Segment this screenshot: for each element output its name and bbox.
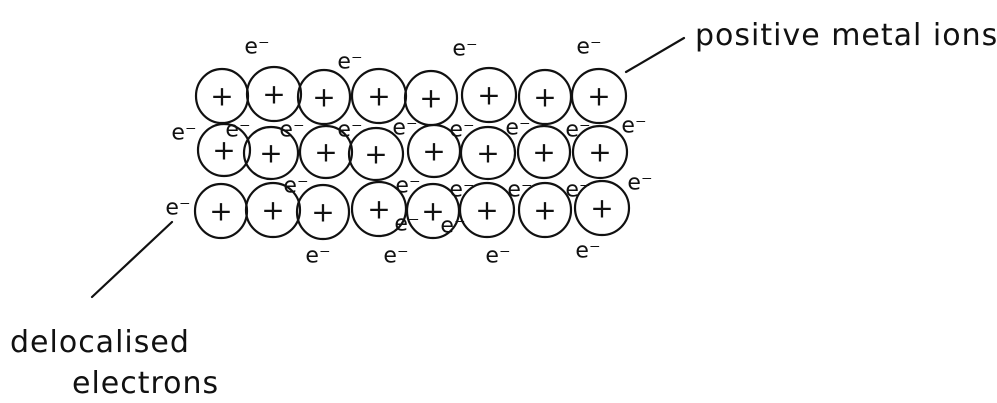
ion-plus-sign: + xyxy=(588,136,611,169)
ion-plus-sign: + xyxy=(532,136,555,169)
electron: e⁻ xyxy=(383,244,408,269)
metal-ion: + xyxy=(196,69,248,123)
electron: e⁻ xyxy=(171,121,196,146)
ion-plus-sign: + xyxy=(312,81,335,114)
electron: e⁻ xyxy=(283,174,308,199)
electron: e⁻ xyxy=(507,178,532,203)
electron: e⁻ xyxy=(565,178,590,203)
ion-plus-sign: + xyxy=(475,194,498,227)
ion-plus-sign: + xyxy=(476,137,499,170)
ion-plus-sign: + xyxy=(422,135,445,168)
metal-ion: + xyxy=(298,70,350,124)
electron: e⁻ xyxy=(395,174,420,199)
ion-plus-sign: + xyxy=(311,196,334,229)
electrons-leader-line xyxy=(92,222,172,297)
metal-ion: + xyxy=(247,67,301,121)
ion-plus-sign: + xyxy=(210,80,233,113)
ion-plus-sign: + xyxy=(419,82,442,115)
metal-ion: + xyxy=(462,68,516,122)
electron: e⁻ xyxy=(452,37,477,62)
ion-plus-sign: + xyxy=(587,80,610,113)
ion-plus-sign: + xyxy=(262,78,285,111)
electron: e⁻ xyxy=(565,118,590,143)
ion-plus-sign: + xyxy=(314,136,337,169)
label-positive-metal-ions: positive metal ions xyxy=(695,18,997,53)
ion-plus-sign: + xyxy=(477,79,500,112)
electron: e⁻ xyxy=(392,116,417,141)
electron: e⁻ xyxy=(621,114,646,139)
ion-plus-sign: + xyxy=(209,195,232,228)
label-delocalised: delocalised xyxy=(10,325,190,360)
ion-plus-sign: + xyxy=(533,81,556,114)
ion-plus-sign: + xyxy=(367,193,390,226)
electron: e⁻ xyxy=(440,214,465,239)
electron: e⁻ xyxy=(165,196,190,221)
label-electrons: electrons xyxy=(72,366,219,401)
electron: e⁻ xyxy=(225,118,250,143)
electron: e⁻ xyxy=(627,171,652,196)
ion-plus-sign: + xyxy=(533,194,556,227)
electron: e⁻ xyxy=(337,118,362,143)
electron: e⁻ xyxy=(244,35,269,60)
electron: e⁻ xyxy=(394,212,419,237)
electron: e⁻ xyxy=(449,118,474,143)
ion-plus-sign: + xyxy=(364,138,387,171)
electron: e⁻ xyxy=(305,244,330,269)
electron: e⁻ xyxy=(279,118,304,143)
electron: e⁻ xyxy=(449,178,474,203)
electron: e⁻ xyxy=(505,116,530,141)
metal-ion: + xyxy=(572,69,626,123)
ion-plus-sign: + xyxy=(367,80,390,113)
metal-ion: + xyxy=(195,184,247,238)
ions-leader-line xyxy=(626,38,684,72)
electron: e⁻ xyxy=(337,50,362,75)
electron: e⁻ xyxy=(575,239,600,264)
electron: e⁻ xyxy=(576,35,601,60)
ion-plus-sign: + xyxy=(261,194,284,227)
electron: e⁻ xyxy=(485,244,510,269)
ion-plus-sign: + xyxy=(590,192,613,225)
